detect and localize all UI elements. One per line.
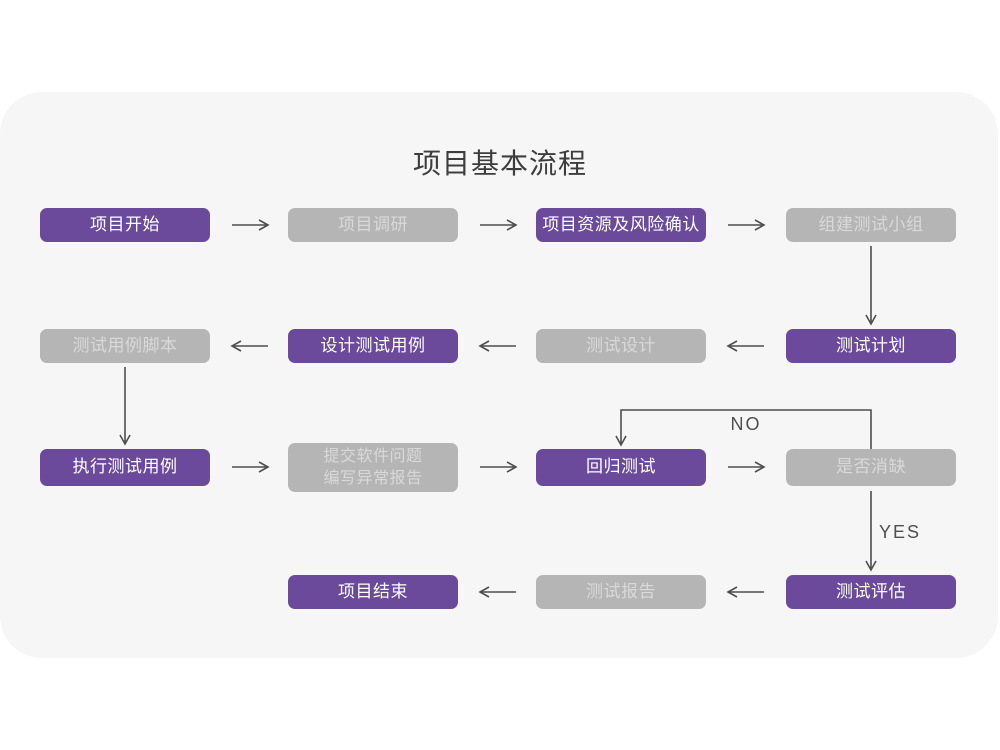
node-regression-test: 回归测试 (536, 449, 706, 486)
node-project-end: 项目结束 (288, 575, 458, 609)
node-execute-test-cases: 执行测试用例 (40, 449, 210, 486)
node-test-case-scripts: 测试用例脚本 (40, 329, 210, 363)
node-project-resources-risk: 项目资源及风险确认 (536, 208, 706, 242)
flowchart-card (0, 92, 998, 658)
node-submit-issue-report: 提交软件问题 编写异常报告 (288, 443, 458, 492)
node-project-research: 项目调研 (288, 208, 458, 242)
node-build-test-team: 组建测试小组 (786, 208, 956, 242)
branch-label-yes: YES (879, 522, 922, 542)
node-defect-cleared: 是否消缺 (786, 449, 956, 486)
node-project-start: 项目开始 (40, 208, 210, 242)
branch-label-no: NO (730, 414, 762, 434)
node-test-evaluation: 测试评估 (786, 575, 956, 609)
node-test-design: 测试设计 (536, 329, 706, 363)
node-design-test-cases: 设计测试用例 (288, 329, 458, 363)
page-title: 项目基本流程 (412, 148, 587, 179)
node-test-plan: 测试计划 (786, 329, 956, 363)
node-test-report: 测试报告 (536, 575, 706, 609)
